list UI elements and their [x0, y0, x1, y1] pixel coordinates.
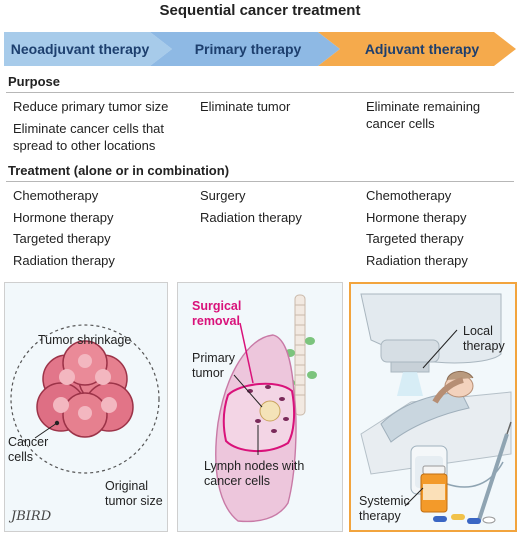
syringe — [477, 421, 512, 521]
treatment-adjuvant-1: Chemotherapy — [366, 188, 452, 203]
original-size-outline — [10, 324, 160, 474]
phase-arrows — [4, 32, 516, 66]
treatment-neoadjuvant-1: Chemotherapy — [13, 188, 99, 203]
adjuvant-panel: Local therapy Systemic therapy — [349, 282, 517, 532]
tumor-illustration — [10, 324, 160, 474]
treatment-heading: Treatment (alone or in combination) — [8, 163, 230, 178]
original-size-label: Original tumor size — [105, 479, 163, 508]
treatment-adjuvant-2: Hormone therapy — [366, 210, 467, 225]
pill-bottle — [420, 465, 448, 513]
surgical-leader-line — [239, 322, 254, 384]
tumor-shrinkage-label: Tumor shrinkage — [38, 333, 132, 347]
neoadjuvant-panel: Tumor shrinkage Cancer cells Original tu… — [4, 282, 168, 532]
pills — [433, 514, 496, 524]
purpose-adjuvant-1: Eliminate remaining cancer cells — [366, 99, 481, 131]
treatment-neoadjuvant-2: Hormone therapy — [13, 210, 114, 225]
treatment-rule — [6, 181, 514, 182]
purpose-rule — [6, 92, 514, 93]
purpose-primary-1: Eliminate tumor — [200, 99, 291, 114]
lymph-nodes-label: Lymph nodes with cancer cells — [204, 459, 305, 488]
diagram-title: Sequential cancer treatment — [159, 2, 361, 19]
artist-signature: JBIRD — [11, 509, 52, 524]
primary-heading: Primary therapy — [194, 41, 302, 57]
primary-arrow — [150, 32, 340, 66]
primary-tumor-label: Primary tumor — [192, 351, 236, 380]
adjuvant-arrow — [318, 32, 516, 66]
adjuvant-heading: Adjuvant therapy — [364, 41, 480, 57]
primary-panel: Surgical removal Primary tumor Lymph nod… — [177, 282, 343, 532]
purpose-heading: Purpose — [8, 74, 61, 89]
purpose-neoadjuvant-1: Reduce primary tumor size — [13, 99, 169, 114]
lung-illustration — [215, 294, 317, 523]
treatment-neoadjuvant-4: Radiation therapy — [13, 253, 115, 268]
cancer-cells-label: Cancer cells — [8, 435, 49, 464]
systemic-therapy-label: Systemic therapy — [359, 494, 410, 523]
treatment-adjuvant-4: Radiation therapy — [366, 253, 468, 268]
tumor-cells — [36, 340, 134, 438]
lymph-nodes — [247, 385, 289, 433]
treatment-adjuvant-3: Targeted therapy — [366, 231, 464, 246]
treatment-primary-2: Radiation therapy — [200, 210, 302, 225]
cells-leader-line — [34, 422, 58, 439]
neoadjuvant-arrow — [4, 32, 172, 66]
local-therapy-label: Local therapy — [463, 324, 505, 353]
adjuvant-illustration — [360, 293, 512, 524]
primary-tumor — [259, 400, 281, 422]
patient — [360, 371, 512, 475]
purpose-neoadjuvant-2: Eliminate cancer cells that spread to ot… — [13, 121, 165, 153]
surgical-margin — [222, 382, 296, 453]
treatment-primary-1: Surgery — [200, 188, 246, 203]
neoadjuvant-heading: Neoadjuvant therapy — [10, 41, 150, 57]
surgical-removal-label: Surgical removal — [192, 299, 242, 328]
treatment-neoadjuvant-3: Targeted therapy — [13, 231, 111, 246]
radiation-machine — [360, 293, 502, 396]
